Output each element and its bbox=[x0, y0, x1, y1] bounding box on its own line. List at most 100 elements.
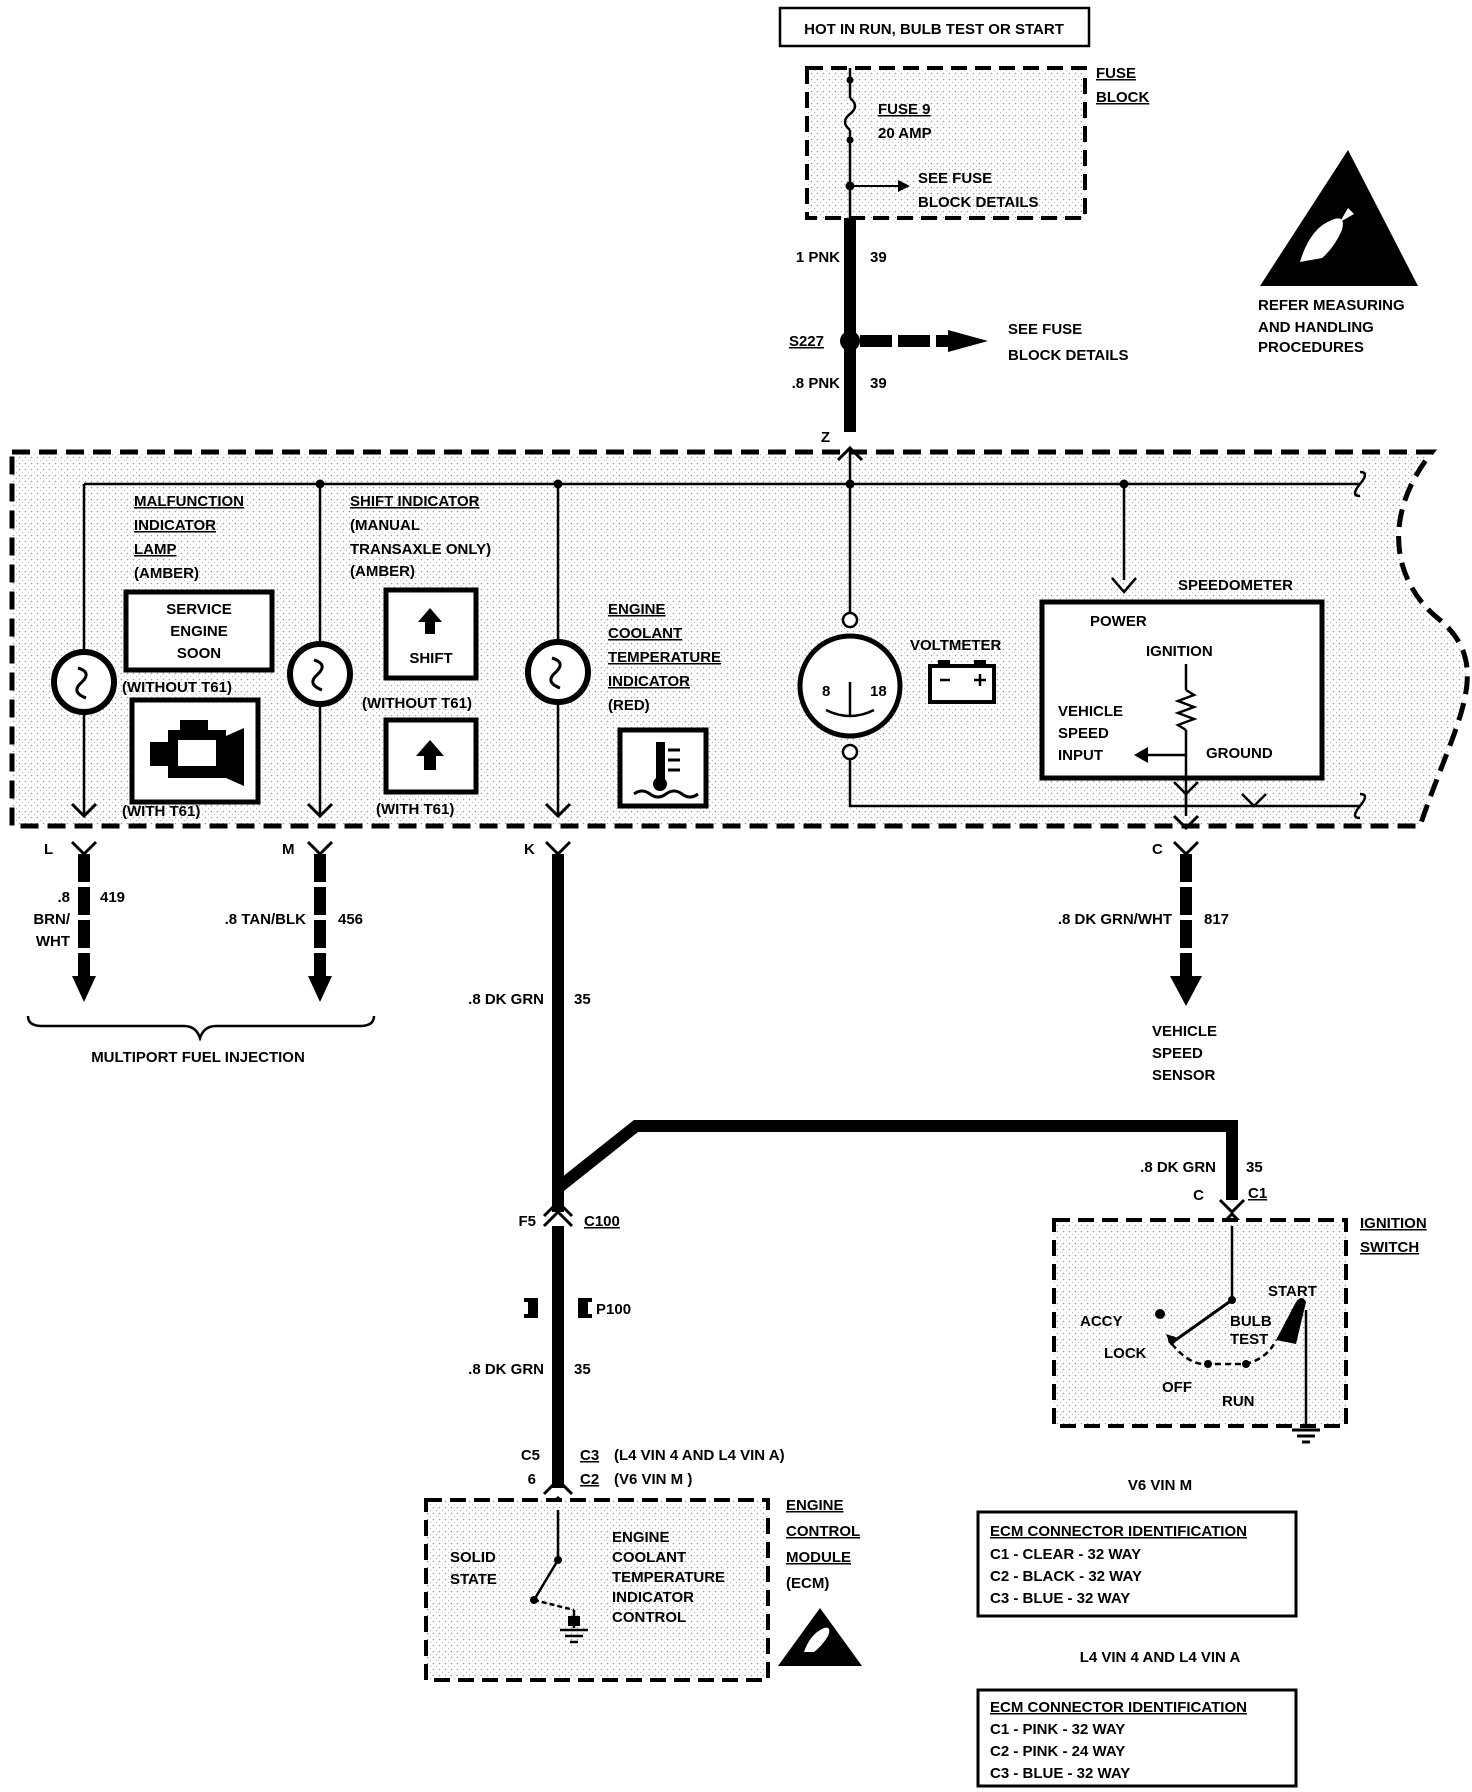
wire-419-color-2: WHT bbox=[36, 933, 70, 950]
wire-35-gauge-a: .8 DK GRN bbox=[468, 991, 544, 1008]
fuse-block-title-2: BLOCK bbox=[1096, 89, 1149, 106]
ecm-title-1: ENGINE bbox=[786, 1497, 844, 1514]
ign-lock: LOCK bbox=[1104, 1345, 1147, 1362]
bus-break-symbol bbox=[1353, 470, 1367, 498]
gauge-low: 8 bbox=[822, 683, 830, 700]
fuse-see-1: SEE FUSE bbox=[918, 170, 992, 187]
shift-up-arrow-icon bbox=[418, 608, 442, 634]
mil-with-t61: (WITH T61) bbox=[122, 803, 200, 820]
ecm-ctrl-1: ENGINE bbox=[612, 1529, 670, 1546]
wire-817-gauge: .8 DK GRN/WHT bbox=[1058, 911, 1172, 928]
shift-label-3: TRANSAXLE ONLY) bbox=[350, 541, 491, 558]
ignition-switch-mechanism bbox=[1155, 1226, 1308, 1420]
wire-35-circuit-a: 35 bbox=[574, 991, 591, 1008]
table-l4-row: C3 - BLUE - 32 WAY bbox=[990, 1765, 1130, 1782]
voltmeter-label: VOLTMETER bbox=[910, 637, 1002, 654]
esd-warning-icon bbox=[1260, 150, 1418, 286]
ecm-solid-state-1: SOLID bbox=[450, 1549, 496, 1566]
c100-pin: F5 bbox=[518, 1213, 536, 1230]
pin-l: L bbox=[44, 841, 53, 858]
speedo-vss-3: INPUT bbox=[1058, 747, 1103, 764]
speedo-vss-1: VEHICLE bbox=[1058, 703, 1123, 720]
ecm-ctrl-5: CONTROL bbox=[612, 1609, 686, 1626]
shift-without-t61: (WITHOUT T61) bbox=[362, 695, 472, 712]
ignition-c1-connector bbox=[1218, 1198, 1246, 1215]
ect-label-5: (RED) bbox=[608, 697, 650, 714]
pin-k: K bbox=[524, 841, 535, 858]
fuse-block-title: FUSE bbox=[1096, 65, 1136, 82]
shift-up-arrow-icon-2 bbox=[416, 740, 444, 770]
table-l4-row: C1 - PINK - 32 WAY bbox=[990, 1721, 1125, 1738]
speedo-title: SPEEDOMETER bbox=[1178, 577, 1293, 594]
ecm-ctrl-2: COOLANT bbox=[612, 1549, 686, 1566]
ecm-connector bbox=[542, 1477, 574, 1496]
ses-text-1: SERVICE bbox=[166, 601, 232, 618]
ecm-c3-desc: (L4 VIN 4 AND L4 VIN A) bbox=[614, 1447, 785, 1464]
fuse-rating: 20 AMP bbox=[878, 125, 932, 142]
wire-419-color-1: BRN/ bbox=[33, 911, 70, 928]
ecm-solid-state-2: STATE bbox=[450, 1571, 497, 1588]
table-v6-row: C3 - BLUE - 32 WAY bbox=[990, 1590, 1130, 1607]
shift-text: SHIFT bbox=[409, 650, 452, 667]
ign-run: RUN bbox=[1222, 1393, 1255, 1410]
table-v6-header: ECM CONNECTOR IDENTIFICATION bbox=[990, 1523, 1247, 1540]
esd-note-3: PROCEDURES bbox=[1258, 339, 1364, 356]
ground-icon bbox=[1292, 1420, 1320, 1444]
ecm-title-3: MODULE bbox=[786, 1549, 851, 1566]
pin-m: M bbox=[282, 841, 295, 858]
speedo-resistor bbox=[1174, 688, 1198, 732]
fuse-name: FUSE 9 bbox=[878, 101, 931, 118]
ign-pin: C bbox=[1193, 1187, 1204, 1204]
fuse-block-box bbox=[805, 66, 1087, 220]
power-source-label: HOT IN RUN, BULB TEST OR START bbox=[804, 21, 1064, 38]
ign-title-1: IGNITION bbox=[1360, 1215, 1427, 1232]
ign-bulb-test-1: BULB bbox=[1230, 1313, 1272, 1330]
ses-text-2: ENGINE bbox=[170, 623, 228, 640]
splice-label: S227 bbox=[789, 333, 824, 350]
ign-off: OFF bbox=[1162, 1379, 1192, 1396]
c100-name: C100 bbox=[584, 1213, 620, 1230]
ecm-box bbox=[424, 1498, 770, 1682]
ect-label-1: ENGINE bbox=[608, 601, 666, 618]
ecm-c2-desc: (V6 VIN M ) bbox=[614, 1471, 692, 1488]
table-l4-row: C2 - PINK - 24 WAY bbox=[990, 1743, 1125, 1760]
table-v6-row: C1 - CLEAR - 32 WAY bbox=[990, 1546, 1141, 1563]
passthrough-p100 bbox=[524, 1298, 592, 1318]
mfi-brace bbox=[26, 1015, 376, 1042]
wire-08pnk-gauge: .8 PNK bbox=[792, 375, 841, 392]
ect-label-2: COOLANT bbox=[608, 625, 682, 642]
ecm-switch bbox=[530, 1510, 588, 1644]
table-v6-row: C2 - BLACK - 32 WAY bbox=[990, 1568, 1142, 1585]
wire-817-circuit: 817 bbox=[1204, 911, 1229, 928]
wire-456-gauge: .8 TAN/BLK bbox=[225, 911, 307, 928]
mfi-label: MULTIPORT FUEL INJECTION bbox=[91, 1049, 305, 1066]
splice-s227 bbox=[840, 331, 860, 351]
power-source-box bbox=[778, 6, 1091, 48]
mil-label-2: INDICATOR bbox=[134, 517, 216, 534]
pin-z: Z bbox=[821, 429, 830, 446]
ground-bus-break-symbol bbox=[1353, 792, 1367, 820]
splice-see-1: SEE FUSE bbox=[1008, 321, 1082, 338]
ecm-pin-2: 6 bbox=[528, 1471, 536, 1488]
fuse-see-2: BLOCK DETAILS bbox=[918, 194, 1039, 211]
wire-419-circuit: 419 bbox=[100, 889, 125, 906]
wire-35-to-ignition bbox=[554, 1120, 1238, 1200]
pin-c-cluster: C bbox=[1152, 841, 1163, 858]
wire-1pnk-circuit: 39 bbox=[870, 249, 887, 266]
ign-bulb-test-2: TEST bbox=[1230, 1331, 1268, 1348]
mating-connectors bbox=[70, 840, 1200, 857]
wire-35-circuit-c: 35 bbox=[574, 1361, 591, 1378]
connector-c100 bbox=[542, 1199, 574, 1228]
esd-note-2: AND HANDLING bbox=[1258, 319, 1374, 336]
speedo-vss-2: SPEED bbox=[1058, 725, 1109, 742]
battery-icon bbox=[928, 660, 996, 704]
ecm-c3: C3 bbox=[580, 1447, 599, 1464]
shift-label-4: (AMBER) bbox=[350, 563, 415, 580]
wire-35-circuit-b: 35 bbox=[1246, 1159, 1263, 1176]
table-l4-header: ECM CONNECTOR IDENTIFICATION bbox=[990, 1699, 1247, 1716]
ign-start: START bbox=[1268, 1283, 1317, 1300]
ecm-ctrl-3: TEMPERATURE bbox=[612, 1569, 725, 1586]
ecm-ctrl-4: INDICATOR bbox=[612, 1589, 694, 1606]
